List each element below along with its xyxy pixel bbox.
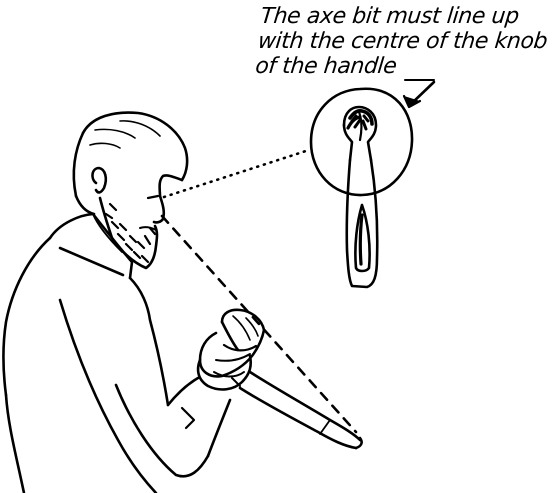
handle-knob-view [344, 107, 377, 287]
hands-and-handle [198, 310, 362, 448]
pointer-arrow [404, 80, 434, 107]
inset-circle [311, 89, 412, 195]
man-figure [3, 113, 230, 493]
